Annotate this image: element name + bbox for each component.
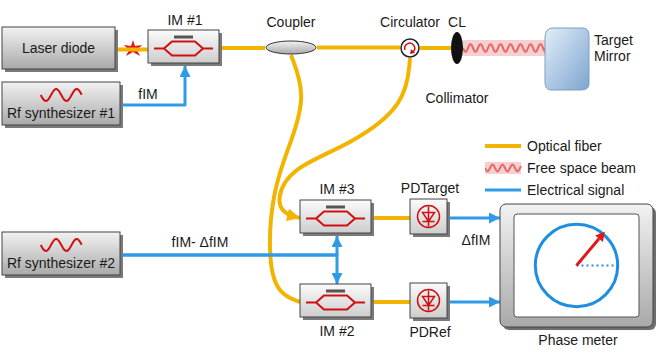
- legend-entry: Electrical signal: [485, 181, 624, 199]
- box-face: [300, 200, 371, 233]
- circulator-arrowhead: [410, 49, 415, 54]
- box-face: [2, 82, 120, 125]
- photodetector-outline: [410, 199, 450, 237]
- optical-fiber: [279, 58, 410, 218]
- lens-body: [451, 32, 463, 64]
- modulator-outline: [148, 30, 222, 66]
- part-label: PDRef: [409, 324, 450, 340]
- mach-zehnder-icon: [154, 42, 213, 56]
- photodetector: PDTarget: [410, 199, 450, 237]
- free-space-beam: [463, 44, 545, 52]
- box-face: [300, 284, 371, 317]
- part-label: CL: [448, 14, 466, 30]
- photodiode-symbol: [423, 291, 435, 311]
- legend-text: Optical fiber: [527, 137, 602, 155]
- free-space-band: [463, 40, 545, 56]
- modulator: IM #2: [300, 284, 374, 320]
- signal-wire: [123, 66, 185, 105]
- phase-pointer: [577, 239, 600, 266]
- box-label: Laser diode: [22, 40, 95, 56]
- mach-zehnder-icon: [306, 296, 365, 310]
- meter-housing: [500, 204, 653, 327]
- phase-meter: Phase meter: [500, 204, 656, 330]
- part-label: Phase meter: [538, 332, 617, 348]
- laser-diode-box: Laser diode: [2, 27, 118, 72]
- box-face: [410, 283, 447, 318]
- part-label: Collimator: [426, 90, 489, 106]
- meter-shadow: [503, 207, 656, 330]
- part-label: Circulator: [380, 14, 440, 30]
- box-label: Rf synthesizer #1: [7, 105, 115, 121]
- optical-fiber: [118, 48, 148, 52]
- part-label: Coupler: [266, 14, 315, 30]
- electrode: [174, 36, 193, 39]
- box-face: [410, 199, 447, 234]
- signal-wire: [450, 217, 500, 220]
- signal-wire: [450, 301, 500, 304]
- electrode: [326, 206, 345, 209]
- legend-text: Electrical signal: [527, 181, 624, 199]
- sine-wave-icon: [41, 239, 82, 251]
- coupler-body: [266, 41, 316, 54]
- optical-fiber: [374, 300, 410, 304]
- circulator: Circulator: [400, 38, 420, 58]
- optical-fiber: [222, 46, 265, 50]
- circulator-body: [401, 39, 419, 57]
- electrode: [326, 290, 345, 293]
- legend-sample: [485, 137, 523, 155]
- box-label: Rf synthesizer #2: [7, 255, 115, 271]
- modulator: IM #1: [148, 30, 222, 66]
- target-mirror-outline: [545, 28, 589, 90]
- signal-label: fIM- ΔfIM: [170, 234, 231, 250]
- legend-entry: Optical fiber: [485, 137, 602, 155]
- signal-label: fIM: [136, 86, 159, 102]
- optical-fiber: [317, 46, 400, 50]
- collimator-lens: CLCollimator: [451, 32, 463, 64]
- box-face: [148, 30, 219, 63]
- modulator-outline: [300, 284, 374, 320]
- modulator: IM #3: [300, 200, 374, 236]
- signal-wire: [123, 255, 337, 284]
- reference-line: [577, 265, 618, 267]
- collimator-lens-outline: [451, 32, 463, 64]
- legend-sample: [485, 159, 523, 177]
- rf-synthesizer: Rf synthesizer #2: [2, 232, 123, 278]
- legend-entry: Free space beam: [485, 159, 636, 177]
- mirror-body: [545, 28, 589, 90]
- photodiode-symbol: [423, 207, 435, 227]
- box-face: [2, 232, 120, 275]
- photodetector: PDRef: [410, 283, 450, 321]
- box-face: [2, 27, 115, 69]
- photodiode-ring: [418, 290, 440, 312]
- meter-screen: [514, 214, 639, 317]
- legend-sample: [485, 181, 523, 199]
- signal-label: ΔfIM: [460, 232, 493, 248]
- optical-fiber: [420, 46, 451, 50]
- legend-text: Free space beam: [527, 159, 636, 177]
- part-label: PDTarget: [401, 180, 459, 196]
- target-mirror: Target Mirror: [545, 28, 589, 90]
- part-label: IM #2: [319, 323, 354, 339]
- circulator-outline: [400, 38, 420, 58]
- sine-wave-icon: [41, 89, 82, 101]
- phase-meter-outline: [500, 204, 656, 330]
- fiber-coupler-outline: [265, 40, 317, 55]
- rf-synthesizer: Rf synthesizer #1: [2, 82, 123, 128]
- part-label: IM #1: [167, 12, 202, 28]
- mach-zehnder-icon: [306, 212, 365, 226]
- photodiode-ring: [418, 206, 440, 228]
- part-label: Target Mirror: [594, 32, 633, 64]
- part-label: IM #3: [319, 181, 354, 197]
- optical-fiber: [374, 216, 410, 220]
- circulator-arrow: [405, 43, 415, 52]
- fiber-coupler: Coupler: [265, 40, 317, 55]
- modulator-outline: [300, 200, 374, 236]
- photodetector-outline: [410, 283, 450, 321]
- phase-pointer-head: [595, 232, 605, 242]
- phase-circle: [535, 224, 617, 306]
